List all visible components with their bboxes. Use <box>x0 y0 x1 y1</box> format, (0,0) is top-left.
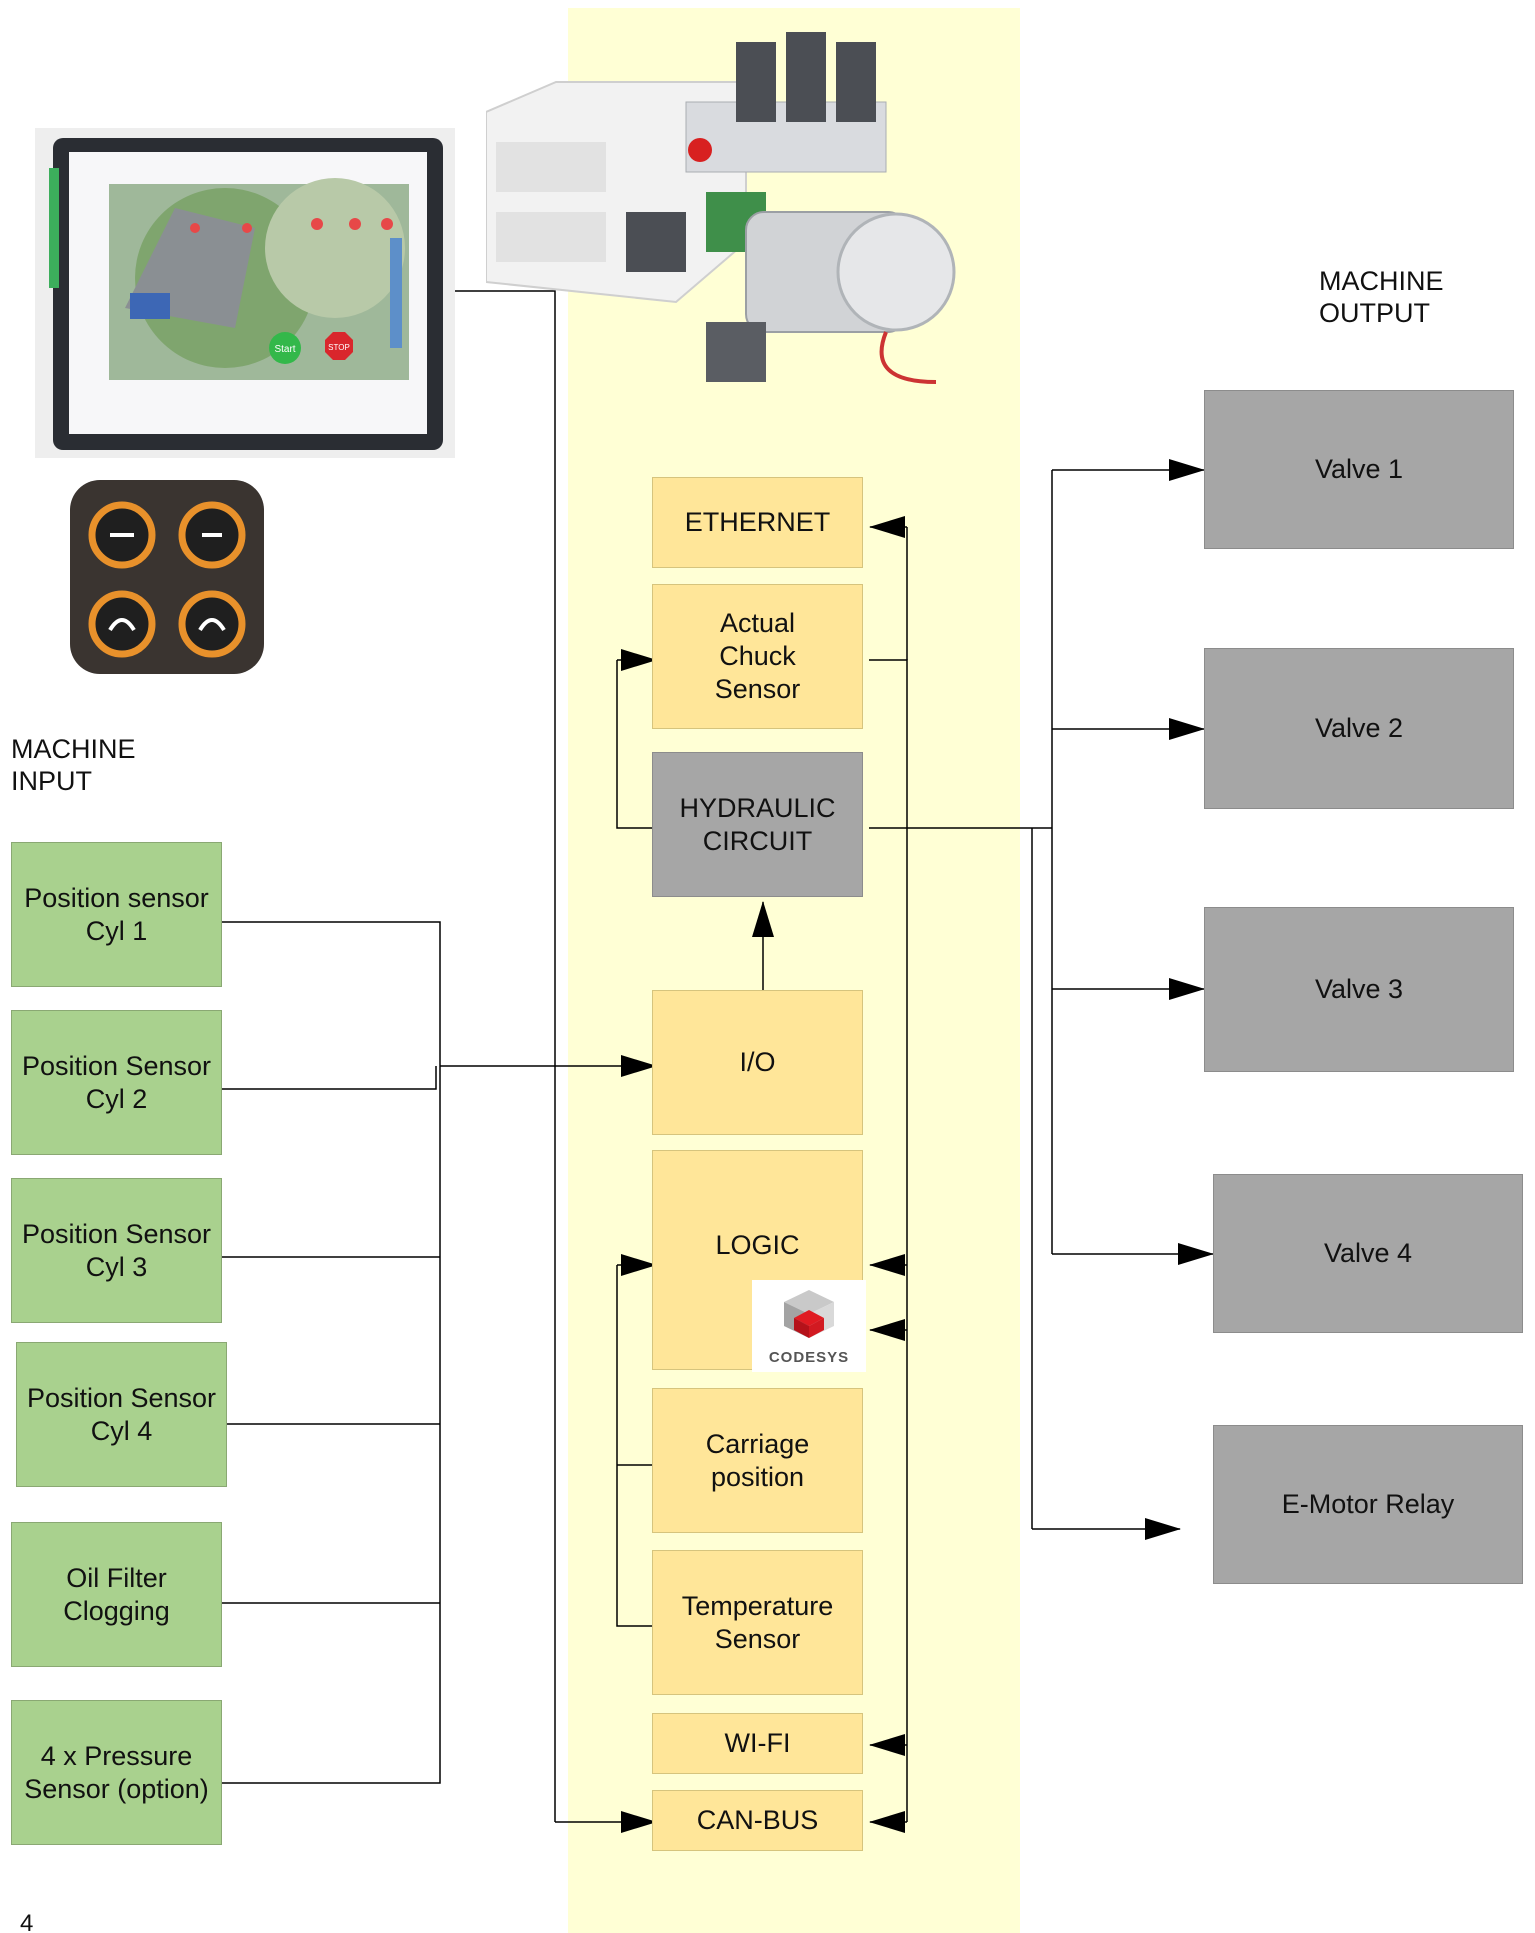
output-e-motor-relay: E-Motor Relay <box>1213 1425 1523 1584</box>
hmi-touch-panel-image: Start STOP <box>35 128 455 458</box>
chuck-sensor-box: Actual Chuck Sensor <box>652 584 863 729</box>
wire-input-1 <box>222 921 441 1066</box>
wire-input-6 <box>222 1066 441 1784</box>
machine-output-label: MACHINE OUTPUT <box>1319 266 1444 329</box>
input-oil-filter-clogging: Oil Filter Clogging <box>11 1522 222 1667</box>
carriage-position-box: Carriage position <box>652 1388 863 1533</box>
wire-hmi-canbus <box>453 290 556 1822</box>
ethernet-box: ETHERNET <box>652 477 863 568</box>
logic-label: LOGIC <box>715 1230 800 1260</box>
wire-sensors-logic <box>616 1265 656 1627</box>
input-position-sensor-cyl-4: Position Sensor Cyl 4 <box>16 1342 227 1487</box>
input-pressure-sensor: 4 x Pressure Sensor (option) <box>11 1700 222 1845</box>
hydraulic-power-unit-image <box>486 32 956 384</box>
temperature-sensor-box: Temperature Sensor <box>652 1550 863 1695</box>
output-valve-2: Valve 2 <box>1204 648 1514 809</box>
io-box: I/O <box>652 990 863 1135</box>
wire-hydraulic-chuck <box>616 660 656 829</box>
input-position-sensor-cyl-1: Position sensor Cyl 1 <box>11 842 222 987</box>
wifi-box: WI-FI <box>652 1713 863 1774</box>
input-position-sensor-cyl-3: Position Sensor Cyl 3 <box>11 1178 222 1323</box>
hmi-stop-label: STOP <box>328 343 350 352</box>
hmi-start-label: Start <box>274 344 295 355</box>
input-position-sensor-cyl-2: Position Sensor Cyl 2 <box>11 1010 222 1155</box>
codesys-cube-icon <box>784 1290 834 1338</box>
hydraulic-circuit-box: HYDRAULIC CIRCUIT <box>652 752 863 897</box>
machine-input-label: MACHINE INPUT <box>11 734 136 797</box>
wire-internal-bus <box>869 659 908 1822</box>
output-valve-3: Valve 3 <box>1204 907 1514 1072</box>
canbus-box: CAN-BUS <box>652 1790 863 1851</box>
keypad-image <box>70 480 264 674</box>
wire-input-2 <box>222 1066 437 1090</box>
page-number: 4 <box>20 1910 34 1933</box>
output-valve-4: Valve 4 <box>1213 1174 1523 1333</box>
codesys-logo: CODESYS <box>752 1280 866 1372</box>
codesys-text: CODESYS <box>768 1349 850 1366</box>
output-valve-1: Valve 1 <box>1204 390 1514 549</box>
